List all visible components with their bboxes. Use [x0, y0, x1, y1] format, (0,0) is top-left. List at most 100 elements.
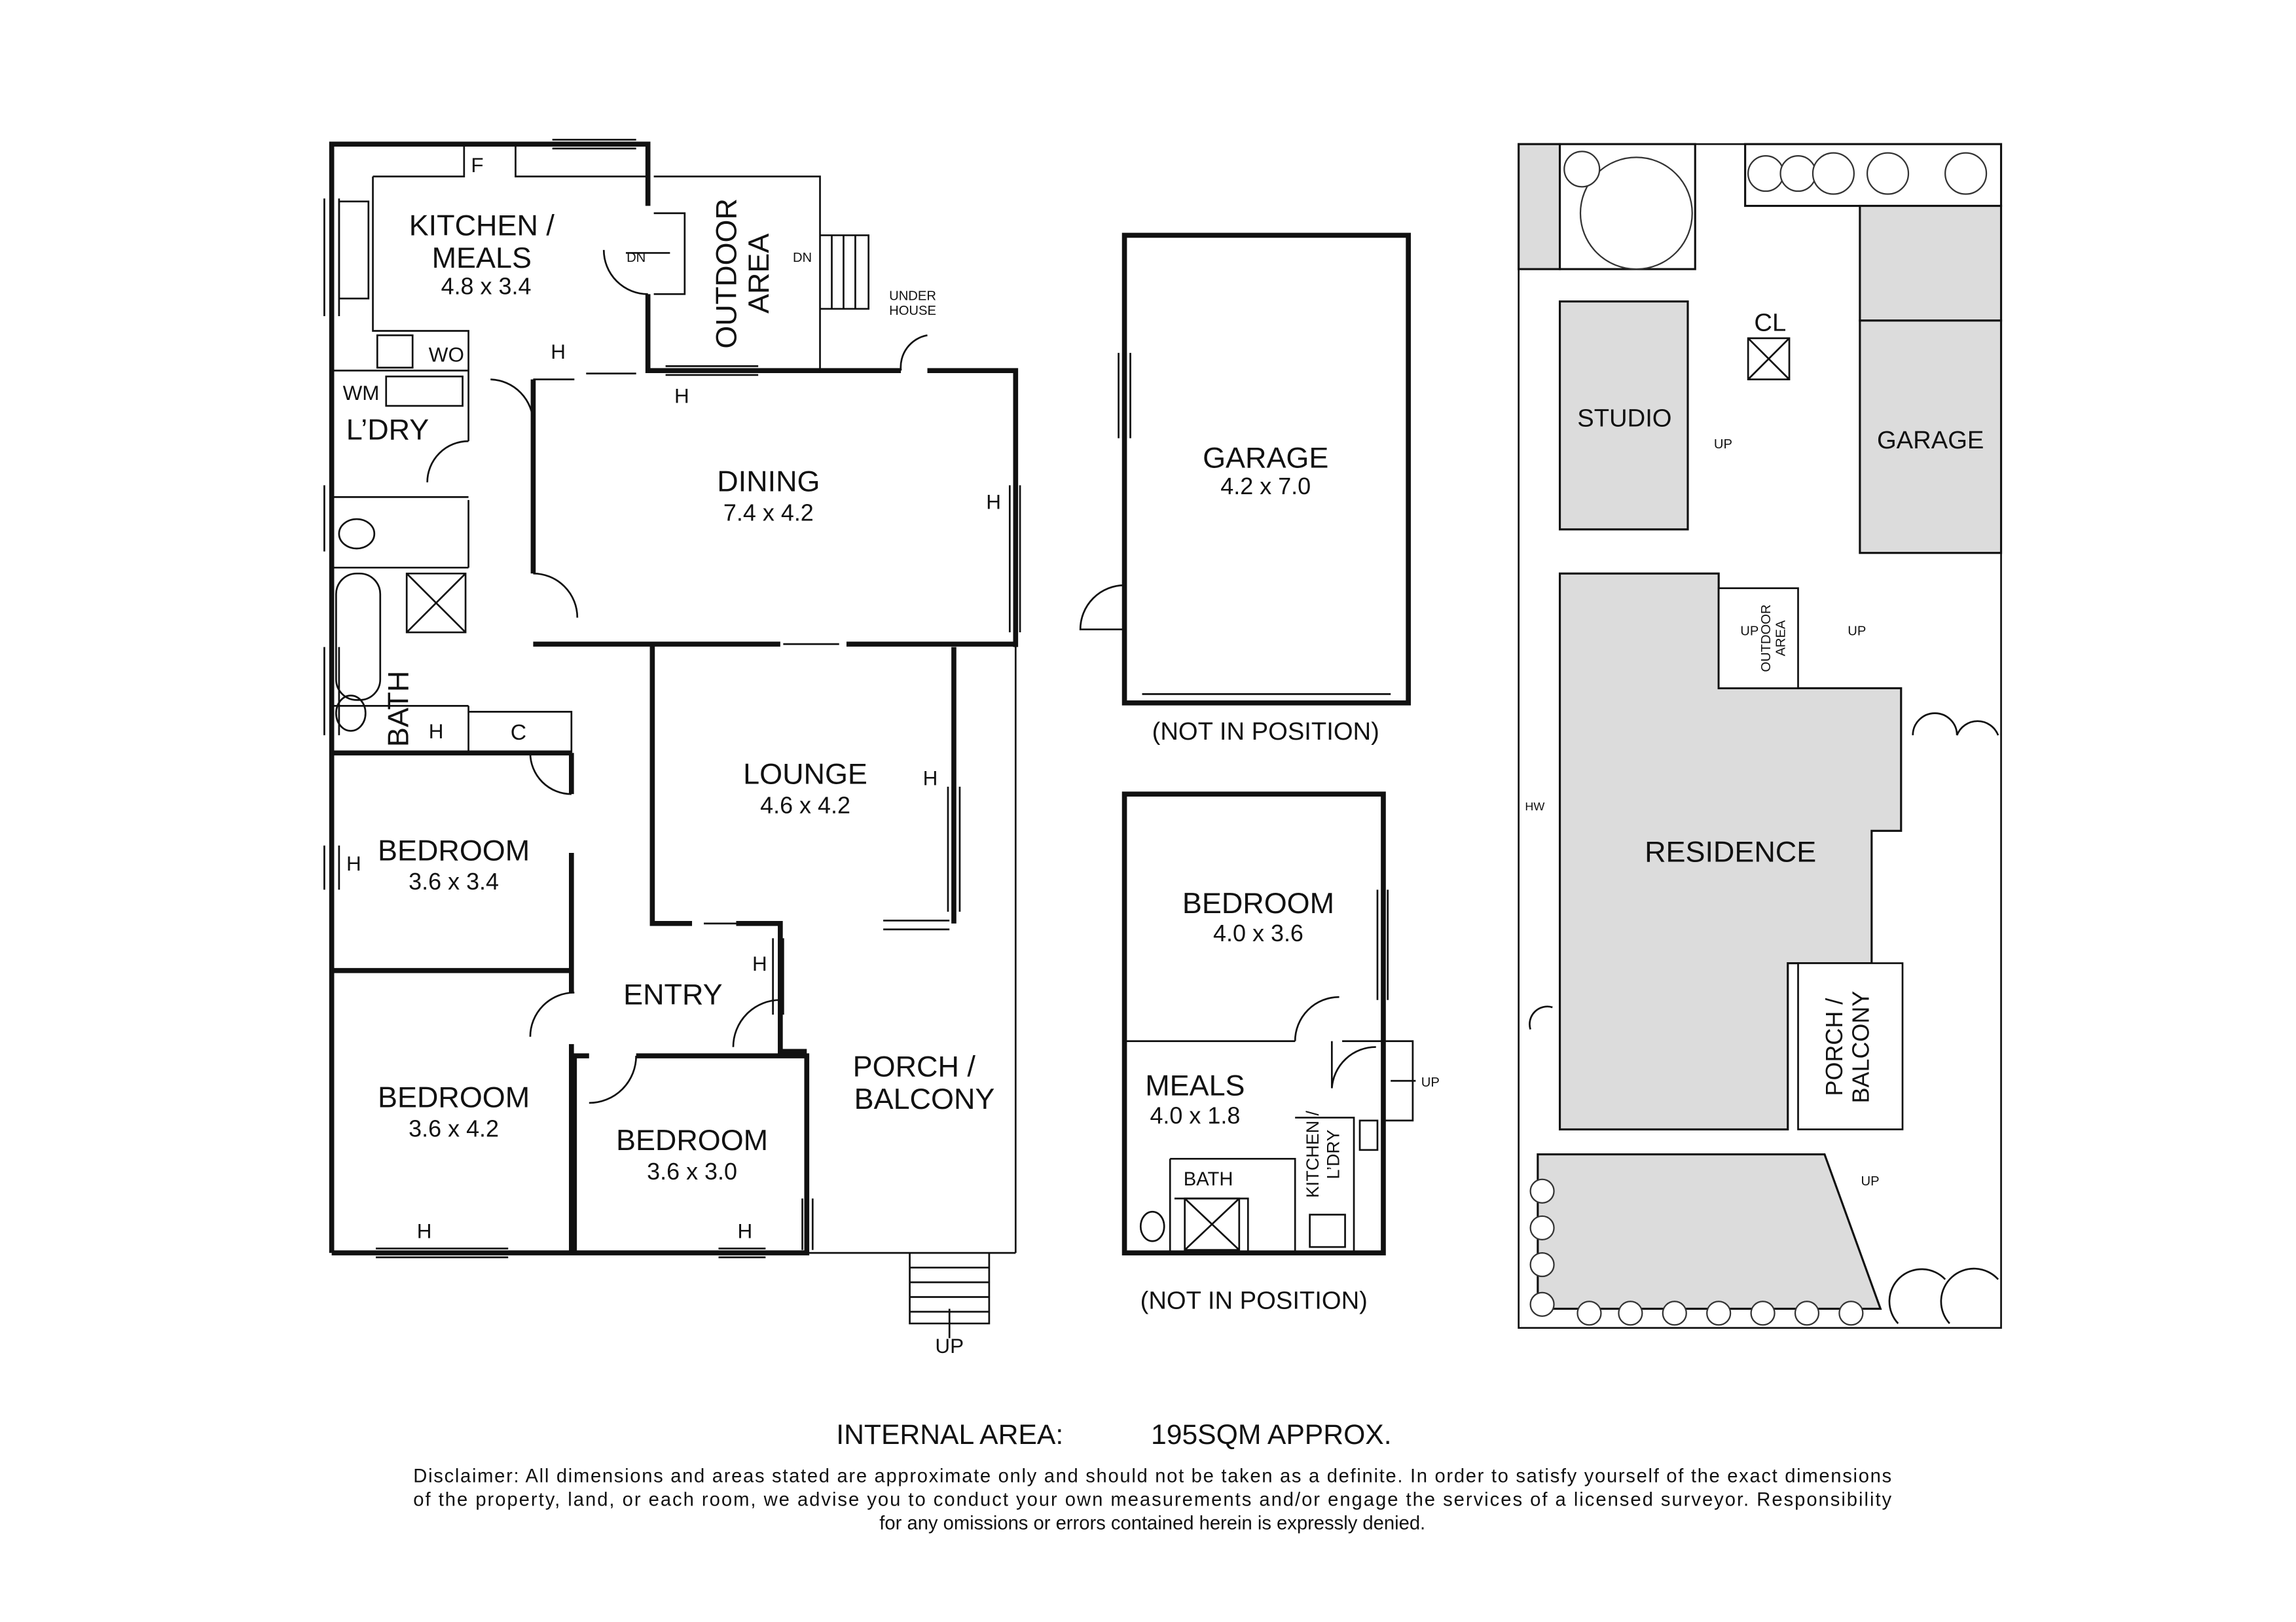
disclaimer-line-3: for any omissions or errors contained he… — [879, 1513, 1425, 1534]
stairs-up — [909, 1267, 989, 1339]
shower-icon — [1184, 1197, 1241, 1251]
gates — [1529, 712, 1999, 1324]
heater-label: H — [674, 385, 689, 408]
heater-label: H — [923, 767, 938, 790]
room-name-bath: BATH — [381, 671, 414, 747]
room-name-studio-bedroom: BEDROOM — [1182, 886, 1334, 920]
site-porch — [1797, 962, 1904, 1130]
tree-icon — [1706, 1301, 1732, 1326]
room-name-bedroom-1: BEDROOM — [378, 833, 530, 867]
site-outdoor-label-2: AREA — [1774, 620, 1788, 657]
kitchen-sink-icon — [338, 200, 370, 300]
room-name-studio-bath: BATH — [1184, 1169, 1233, 1190]
heater-label: H — [346, 852, 361, 875]
tree-icon — [1618, 1301, 1643, 1326]
room-dims-studio-bedroom: 4.0 x 3.6 — [1213, 920, 1303, 946]
site-porch-label-1: PORCH / — [1821, 998, 1848, 1096]
tree-icon — [1838, 1301, 1864, 1326]
not-in-position-note: (NOT IN POSITION) — [1152, 717, 1379, 746]
heater-label: H — [752, 952, 767, 975]
heater-label: H — [417, 1220, 432, 1243]
tree-icon — [1794, 1301, 1820, 1326]
door-swing — [426, 249, 928, 1104]
tree-icon — [1529, 1291, 1555, 1317]
room-name-dining: DINING — [717, 464, 820, 497]
disclaimer-line-2: of the property, land, or each room, we … — [413, 1490, 1891, 1511]
cooktop-icon — [376, 334, 414, 369]
tree-icon — [1944, 152, 1988, 195]
room-name-studio-kitchen-2: L’DRY — [1324, 1130, 1343, 1180]
site-porch-label-2: BALCONY — [1847, 991, 1874, 1104]
room-name-bedroom-2: BEDROOM — [378, 1081, 530, 1114]
up-label: UP — [1740, 624, 1758, 639]
site-outdoor-area — [1717, 587, 1799, 689]
studio-interior — [1124, 890, 1416, 1253]
windows — [323, 139, 1021, 1259]
up-label: UP — [1421, 1075, 1440, 1090]
tree-icon — [1812, 152, 1855, 195]
tree-icon — [1747, 155, 1785, 192]
site-studio-label: STUDIO — [1577, 405, 1671, 433]
toilet-icon — [338, 518, 376, 550]
studio-plan: BEDROOM 4.0 x 3.6 MEALS 4.0 x 1.8 BATH K… — [1121, 791, 1440, 1314]
shower-icon — [405, 572, 467, 634]
room-name-garage: GARAGE — [1203, 441, 1328, 474]
clothesline-icon — [1747, 337, 1791, 380]
tree-icon — [1563, 151, 1601, 188]
tree-icon — [1529, 1178, 1555, 1204]
not-in-position-note: (NOT IN POSITION) — [1140, 1286, 1368, 1314]
cupboard-label: C — [511, 721, 526, 745]
room-name-lounge: LOUNGE — [743, 757, 867, 790]
site-studio — [1558, 300, 1689, 531]
tree-icon — [1866, 152, 1910, 195]
tree-icon — [1779, 155, 1817, 192]
tree-icon — [1750, 1301, 1776, 1326]
tree-icon — [1529, 1252, 1555, 1278]
laundry-tub-icon — [385, 375, 464, 407]
basin-icon — [335, 694, 367, 732]
main-house-plan: KITCHEN / MEALS 4.8 x 3.4 OUTDOOR AREA D… — [323, 139, 1021, 1358]
tree-icon — [1576, 1301, 1602, 1326]
internal-area-label: INTERNAL AREA: — [836, 1419, 1063, 1451]
heater-labels: H H H H H H H H H — [346, 340, 1001, 1242]
site-residence-label: RESIDENCE — [1645, 835, 1816, 869]
site-outdoor-label-1: OUTDOOR — [1759, 604, 1774, 672]
room-dims-studio-meals: 4.0 x 1.8 — [1150, 1102, 1240, 1128]
room-name-porch-1: PORCH / — [853, 1050, 976, 1083]
room-name-outdoor-1: OUTDOOR — [709, 198, 742, 349]
room-dims-garage: 4.2 x 7.0 — [1220, 473, 1311, 499]
heater-label: H — [551, 340, 566, 363]
tree-icon — [1662, 1301, 1687, 1326]
room-name-studio-kitchen-1: KITCHEN / — [1303, 1110, 1322, 1198]
garage-door — [1079, 353, 1391, 704]
room-name-kitchen-1: KITCHEN / — [409, 208, 555, 242]
fridge-label: F — [471, 154, 483, 177]
room-name-kitchen-2: MEALS — [432, 241, 532, 274]
disclaimer-line-1: Disclaimer: All dimensions and areas sta… — [413, 1466, 1891, 1487]
room-name-laundry: L’DRY — [346, 413, 429, 446]
paved-driveway — [1537, 1153, 1882, 1310]
room-dims-bedroom-1: 3.6 x 3.4 — [409, 868, 499, 895]
room-name-entry: ENTRY — [623, 977, 722, 1011]
room-dims-bedroom-2: 3.6 x 4.2 — [409, 1115, 499, 1142]
wall-oven-label: WO — [429, 344, 464, 367]
room-dims-dining: 7.4 x 4.2 — [723, 499, 814, 526]
up-label: UP — [1848, 624, 1866, 639]
up-label: UP — [935, 1335, 964, 1358]
under-house-label-1: UNDER — [889, 289, 936, 303]
room-name-porch-2: BALCONY — [854, 1082, 995, 1115]
room-name-outdoor-2: AREA — [742, 234, 775, 314]
studio-walls — [1121, 791, 1386, 1255]
internal-area-value: 195SQM APPROX. — [1151, 1419, 1392, 1451]
garage-plan: GARAGE 4.2 x 7.0 (NOT IN POSITION) — [1079, 232, 1411, 746]
room-dims-lounge: 4.6 x 4.2 — [760, 791, 850, 818]
heater-label: H — [429, 720, 444, 743]
washing-machine-label: WM — [343, 382, 380, 405]
sink-icon — [1358, 1119, 1379, 1151]
heater-label: H — [986, 490, 1001, 513]
site-garage-label: GARAGE — [1877, 426, 1984, 454]
up-label: UP — [1714, 437, 1732, 452]
clothesline-label: CL — [1754, 308, 1786, 336]
sliding-door-arrows — [586, 252, 942, 925]
